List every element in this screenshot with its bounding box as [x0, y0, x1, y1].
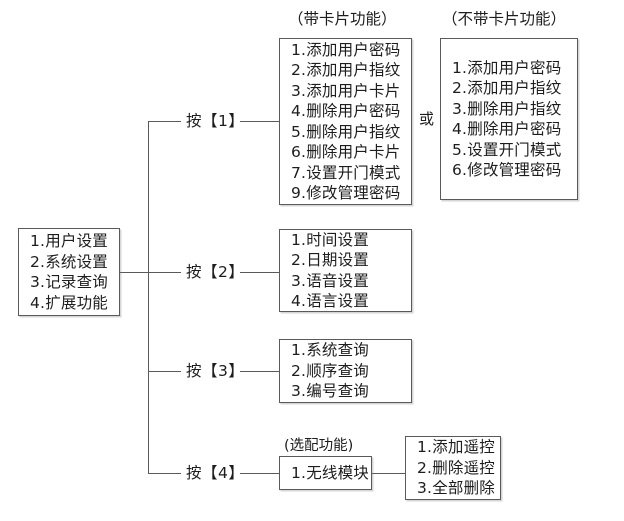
branch-4-wireless-module-box[interactable]: 1.无线模块	[279, 456, 372, 490]
menu-item: 9.修改管理密码	[291, 184, 401, 202]
menu-item: 3.删除用户指纹	[452, 99, 562, 118]
menu-item: 3.添加用户卡片	[291, 81, 401, 100]
connector-branch-3-to-box	[240, 371, 280, 372]
branch-label-key-3[interactable]: 按【3】	[186, 362, 245, 380]
or-connector-label: 或	[419, 110, 435, 128]
root-menu-item: 1.用户设置	[30, 232, 108, 250]
root-menu-item: 4.扩展功能	[30, 293, 108, 312]
branch-2-box[interactable]: 1.时间设置 2.日期设置 3.语音设置 4.语言设置	[279, 229, 412, 312]
root-menu-item: 3.记录查询	[30, 273, 108, 291]
root-menu-item: 2.系统设置	[30, 252, 108, 271]
connector-branch-1-to-box	[240, 121, 280, 122]
caption-with-card: （带卡片功能）	[288, 10, 397, 28]
menu-item: 1.系统查询	[291, 341, 369, 360]
branch-label-key-2[interactable]: 按【2】	[186, 263, 245, 281]
branch-1-without-card-box[interactable]: 1.添加用户密码 2.添加用户指纹 3.删除用户指纹 4.删除用户密码 5.设置…	[440, 38, 578, 200]
menu-item: 1.时间设置	[291, 230, 369, 249]
branch-3-box[interactable]: 1.系统查询 2.顺序查询 3.编号查询	[279, 339, 412, 403]
menu-item: 1.添加遥控	[417, 438, 495, 457]
menu-item: 3.语音设置	[291, 271, 369, 290]
connector-trunk-to-branch-3	[148, 371, 181, 372]
connector-trunk-to-branch-2	[148, 272, 181, 273]
caption-optional-feature: (选配功能)	[284, 438, 354, 454]
branch-1-with-card-box[interactable]: 1.添加用户密码 2.添加用户指纹 3.添加用户卡片 4.删除用户密码 5.删除…	[279, 38, 412, 205]
menu-item: 1.添加用户密码	[452, 58, 562, 77]
menu-item: 1.添加用户密码	[291, 40, 401, 59]
menu-item: 5.删除用户指纹	[291, 122, 401, 141]
menu-item: 6.删除用户卡片	[291, 143, 401, 161]
connector-branch-4-to-box	[240, 473, 280, 474]
menu-item: 3.全部删除	[417, 479, 495, 498]
connector-branch-2-to-box	[240, 272, 280, 273]
menu-item: 2.添加用户指纹	[452, 79, 562, 97]
menu-item: 5.设置开门模式	[452, 140, 562, 159]
menu-item: 6.修改管理密码	[452, 161, 562, 179]
caption-without-card: （不带卡片功能）	[442, 10, 567, 28]
connector-trunk-to-branch-4	[148, 473, 181, 474]
connector-root-to-trunk	[120, 272, 149, 273]
connector-trunk	[148, 121, 149, 474]
menu-item: 2.顺序查询	[291, 361, 369, 380]
branch-label-key-1[interactable]: 按【1】	[186, 112, 245, 130]
root-menu-box[interactable]: 1.用户设置 2.系统设置 3.记录查询 4.扩展功能	[18, 228, 120, 316]
connector-trunk-to-branch-1	[148, 121, 181, 122]
menu-item: 4.语言设置	[291, 292, 369, 310]
branch-4-remote-options-box[interactable]: 1.添加遥控 2.删除遥控 3.全部删除	[405, 436, 501, 500]
menu-item: 7.设置开门模式	[291, 163, 401, 182]
menu-item: 2.日期设置	[291, 251, 369, 269]
menu-item: 3.编号查询	[291, 382, 369, 401]
connector-wireless-to-remote	[371, 473, 406, 474]
menu-item: 4.删除用户密码	[291, 102, 401, 120]
menu-item: 1.无线模块	[291, 463, 369, 482]
menu-item: 4.删除用户密码	[452, 120, 562, 138]
menu-item: 2.删除遥控	[417, 458, 495, 477]
menu-item: 2.添加用户指纹	[291, 61, 401, 79]
branch-label-key-4[interactable]: 按【4】	[186, 464, 245, 482]
